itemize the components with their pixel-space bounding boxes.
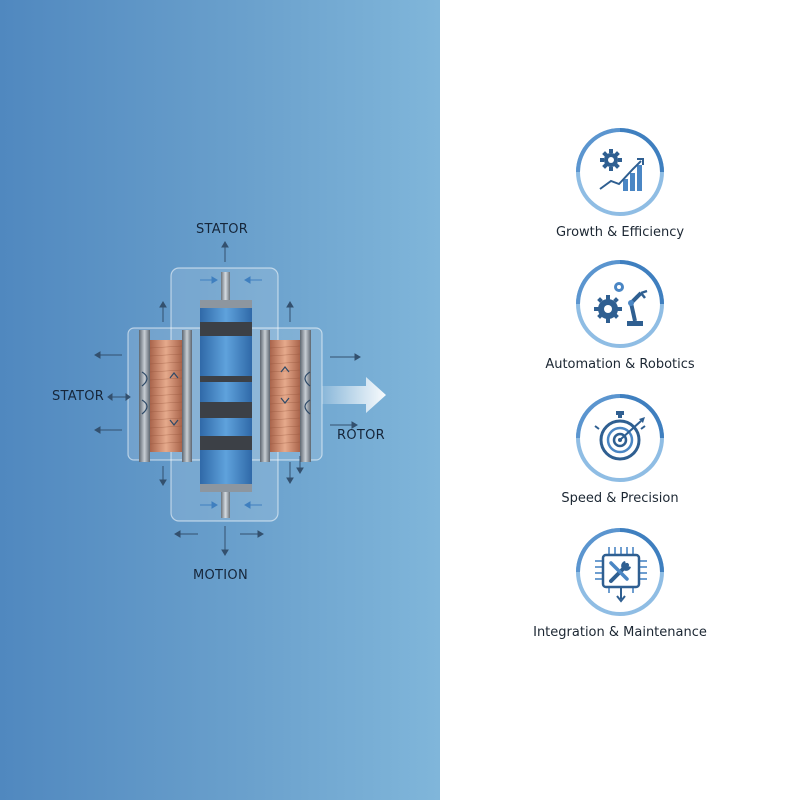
diagram-panel: STATOR STATOR ROTOR MOTION xyxy=(0,0,440,800)
features-panel: Growth & Efficiency xyxy=(440,0,800,800)
bottom-shaft xyxy=(221,488,230,518)
rotor-label: ROTOR xyxy=(337,428,385,443)
top-shaft xyxy=(221,272,230,304)
gear-growth-chart-icon xyxy=(576,128,664,216)
feature-label: Automation & Robotics xyxy=(545,357,695,372)
feature-growth-efficiency: Growth & Efficiency xyxy=(440,127,800,257)
linear-motor-diagram xyxy=(94,241,386,556)
motion-label: MOTION xyxy=(193,568,248,583)
feature-integration-maintenance: Integration & Maintenance xyxy=(440,527,800,657)
left-stator-coil xyxy=(139,330,192,462)
feature-automation-robotics: Automation & Robotics xyxy=(440,259,800,389)
chip-wrench-icon xyxy=(576,528,664,616)
motion-arrow-icon xyxy=(322,377,386,413)
rotor-core xyxy=(200,300,252,492)
feature-label: Integration & Maintenance xyxy=(533,625,707,640)
feature-speed-precision: Speed & Precision xyxy=(440,393,800,523)
stopwatch-target-icon xyxy=(576,394,664,482)
gears-robot-arm-icon xyxy=(576,260,664,348)
feature-label: Growth & Efficiency xyxy=(555,225,685,240)
right-stator-coil xyxy=(260,330,311,462)
field-arrows xyxy=(94,241,361,556)
stator-top-label: STATOR xyxy=(196,222,249,237)
feature-label: Speed & Precision xyxy=(561,491,679,506)
stator-left-label: STATOR xyxy=(52,389,105,404)
